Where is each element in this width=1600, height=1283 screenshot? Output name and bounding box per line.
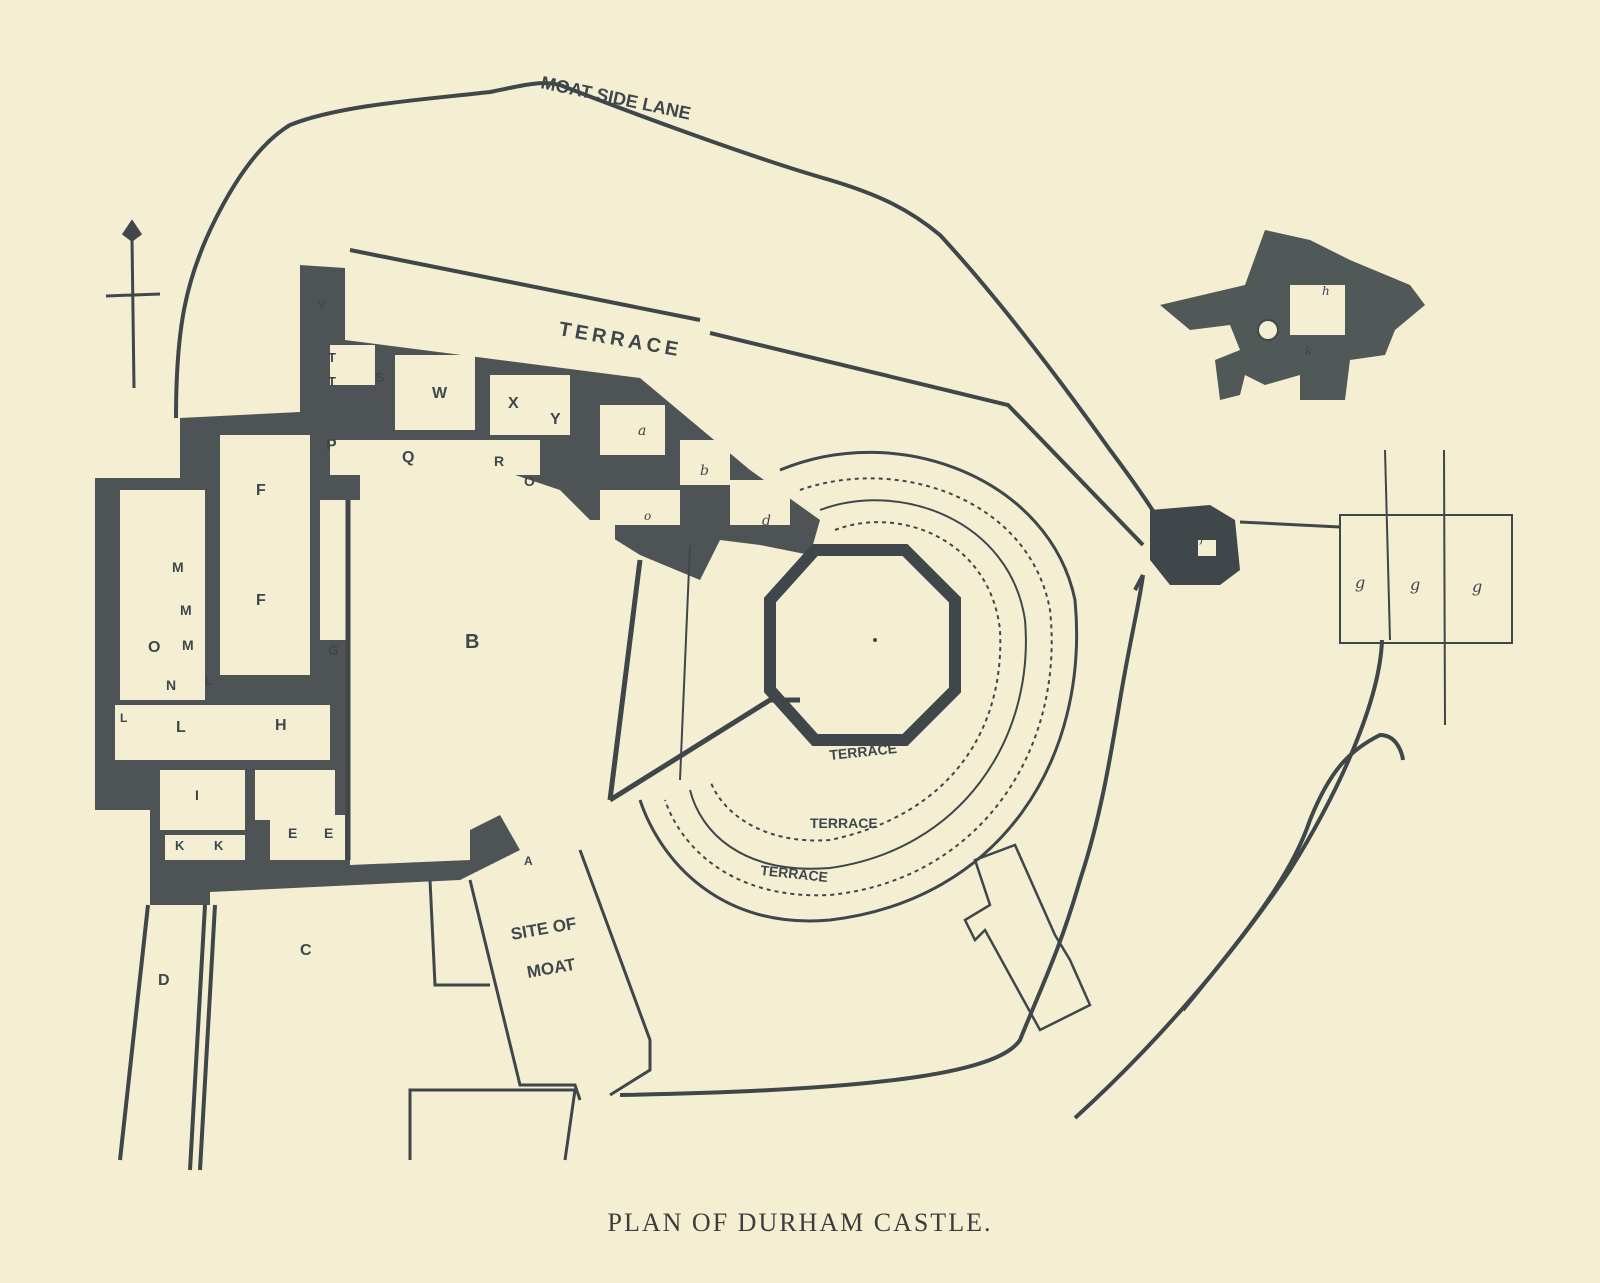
outbuilding-lower-right — [963, 843, 1092, 1032]
plate-caption: PLAN OF DURHAM CASTLE. — [607, 1208, 993, 1237]
label-g: G — [328, 642, 339, 658]
label-t1: T — [328, 350, 336, 365]
label-q: Q — [402, 449, 414, 466]
label-l1: L — [120, 711, 127, 725]
label-t2: T — [328, 374, 336, 389]
label-small-g2: g — [1410, 575, 1420, 594]
label-e2: E — [324, 825, 333, 841]
label-i: I — [195, 787, 199, 803]
label-o: O — [148, 639, 160, 656]
site-of-moat-outline — [408, 849, 652, 1161]
east-gatehouse — [1150, 505, 1341, 585]
terrace-label-2: TERRACE — [810, 815, 878, 831]
label-p: P — [326, 437, 337, 454]
terrace-label-1: TERRACE — [829, 740, 898, 763]
label-x: X — [508, 395, 519, 412]
label-n: N — [166, 677, 176, 693]
label-small-a: a — [638, 423, 646, 439]
label-small-o: o — [644, 509, 651, 523]
terrace-label-3: TERRACE — [760, 862, 829, 885]
label-small-g1: g — [1355, 573, 1365, 592]
lane-d — [118, 904, 217, 1171]
label-m1: M — [172, 559, 184, 575]
label-c: C — [300, 942, 312, 959]
label-v: V — [318, 299, 326, 311]
label-e1: E — [288, 825, 297, 841]
label-small-f: f — [1199, 531, 1207, 545]
label-l2: L — [176, 719, 186, 736]
label-s: S — [375, 369, 384, 385]
keep-terraces — [638, 450, 1079, 923]
label-small-k: k — [1305, 344, 1312, 358]
keep-octagon — [764, 544, 961, 746]
label-d: D — [158, 972, 170, 989]
interior-rooms — [115, 345, 790, 860]
label-y: Y — [550, 411, 561, 428]
label-small-b: b — [700, 463, 709, 479]
outer-boundary-wall — [174, 81, 1405, 1120]
label-m2: M — [180, 602, 192, 618]
label-w: W — [432, 385, 448, 402]
label-b: B — [465, 631, 479, 653]
label-f1: F — [256, 482, 266, 499]
terrace-enclosure — [349, 248, 1145, 591]
label-small-h: h — [1322, 284, 1330, 298]
label-h: H — [275, 717, 287, 734]
label-r: R — [494, 453, 504, 469]
label-k2: K — [214, 838, 224, 853]
label-m3: M — [182, 637, 194, 653]
northeast-outbuilding — [1160, 230, 1425, 400]
label-a: A — [524, 854, 533, 868]
north-arrow-icon — [105, 219, 161, 389]
east-plots — [1339, 449, 1513, 726]
label-small-g3: g — [1472, 577, 1482, 596]
label-k1: K — [175, 838, 185, 853]
courtyard-b-outline — [345, 500, 800, 860]
label-small-d: d — [762, 513, 771, 529]
label-f2: F — [256, 592, 266, 609]
label-o2: O — [524, 473, 535, 489]
label-l3: L — [205, 674, 212, 688]
